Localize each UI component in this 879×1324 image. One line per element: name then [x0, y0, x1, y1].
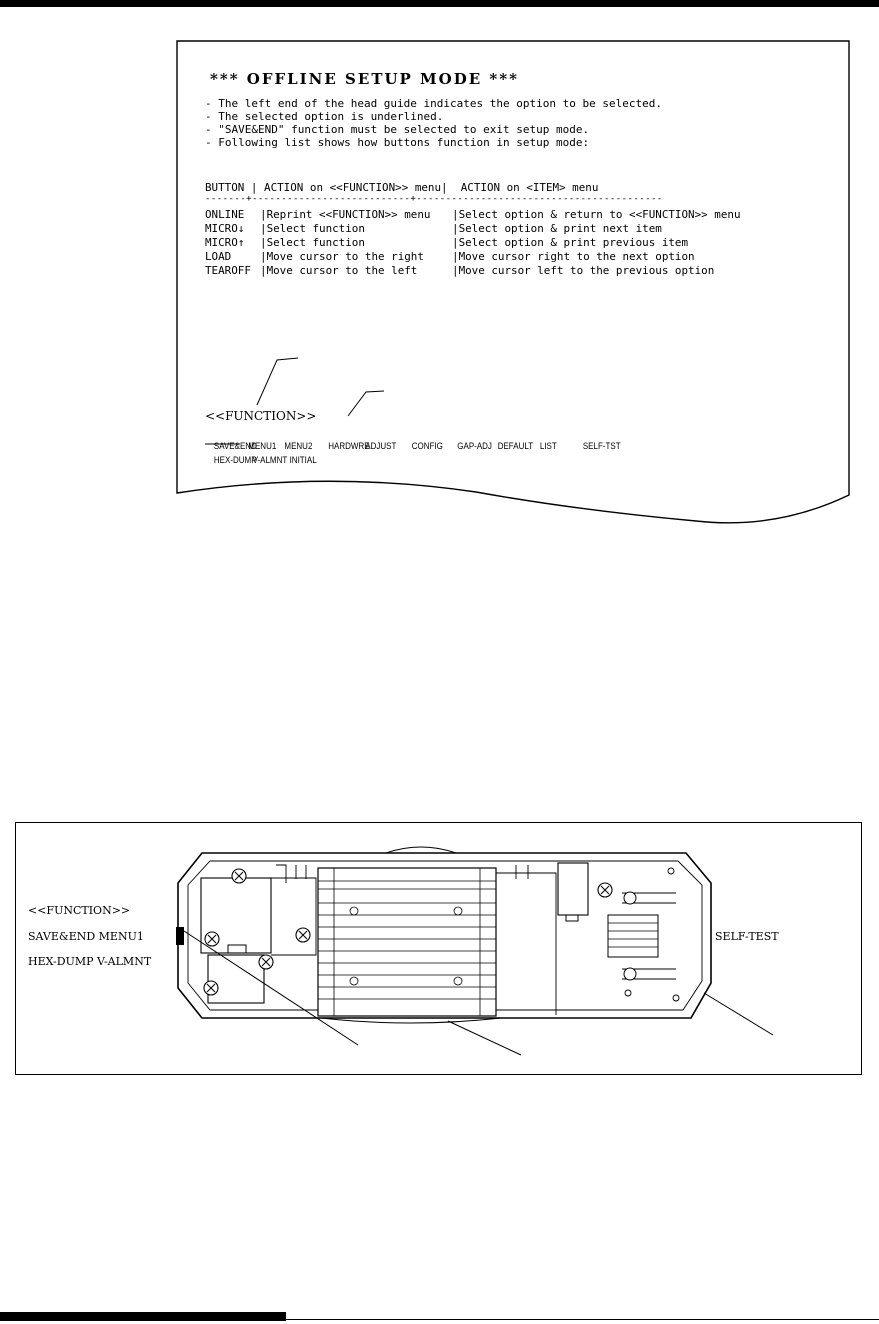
function-item: MENU2 — [284, 441, 313, 451]
function-item: HARDWRE — [328, 441, 370, 451]
function-row-1: SAVE&ENDMENU1 MENU2 HARDWREADJUST CONFIG GAP… — [205, 431, 621, 461]
table-cell: |Select option & print previous item — [452, 236, 689, 249]
setup-printout-sheet: *** OFFLINE SETUP MODE *** - The left en… — [176, 40, 850, 528]
function-item: LIST — [539, 441, 557, 451]
panel-right-label: SELF-TEST — [715, 930, 779, 943]
operator-panel-figure: <<FUNCTION>> SAVE&END MENU1 HEX-DUMP V-A… — [15, 822, 862, 1075]
note-line: - The selected option is underlined. — [205, 110, 444, 123]
printout-title: *** OFFLINE SETUP MODE *** — [210, 70, 519, 88]
function-item: INITIAL — [289, 455, 317, 465]
footer-rule — [286, 1319, 879, 1320]
function-item: HEX-DUMP — [213, 455, 257, 465]
function-item: V-ALMNT — [252, 455, 288, 465]
function-item: SELF-TST — [582, 441, 621, 451]
table-cell: |Move cursor to the left — [260, 264, 418, 277]
function-item: CONFIG — [411, 441, 443, 451]
sheet-outline — [176, 40, 850, 524]
function-label: <<FUNCTION>> — [205, 409, 317, 423]
table-cell: |Select function — [260, 222, 365, 235]
note-line: - Following list shows how buttons funct… — [205, 136, 590, 149]
footer-bar — [0, 1312, 286, 1321]
table-cell: |Select option & return to <<FUNCTION>> … — [452, 208, 741, 221]
function-item: MENU1 — [248, 441, 277, 451]
panel-line-1: SAVE&END MENU1 — [28, 930, 144, 943]
table-rule: -------+---------------------------+----… — [205, 194, 663, 204]
table-header: BUTTON | ACTION on <<FUNCTION>> menu| AC… — [205, 181, 599, 194]
note-line: - "SAVE&END" function must be selected t… — [205, 123, 590, 136]
note-line: - The left end of the head guide indicat… — [205, 97, 662, 110]
function-item: ADJUST — [365, 441, 397, 451]
table-row: LOAD — [205, 250, 232, 263]
table-cell: |Select function — [260, 236, 365, 249]
table-row: MICRO↓ — [205, 222, 245, 235]
function-item: GAP-ADJ — [457, 441, 492, 451]
function-item: SAVE&END — [213, 441, 257, 451]
table-cell: |Move cursor left to the previous option — [452, 264, 715, 277]
table-row: ONLINE — [205, 208, 245, 221]
table-cell: |Move cursor to the right — [260, 250, 424, 263]
table-cell: |Move cursor right to the next option — [452, 250, 695, 263]
table-cell: |Select option & print next item — [452, 222, 662, 235]
table-row: TEAROFF — [205, 264, 251, 277]
table-row: MICRO↑ — [205, 236, 245, 249]
table-cell: |Reprint <<FUNCTION>> menu — [260, 208, 431, 221]
panel-line-2: HEX-DUMP V-ALMNT — [28, 955, 152, 968]
panel-function-label: <<FUNCTION>> — [28, 904, 131, 917]
print-head-illustration — [176, 846, 774, 1056]
top-rule — [0, 0, 879, 7]
function-item: DEFAULT — [497, 441, 534, 451]
